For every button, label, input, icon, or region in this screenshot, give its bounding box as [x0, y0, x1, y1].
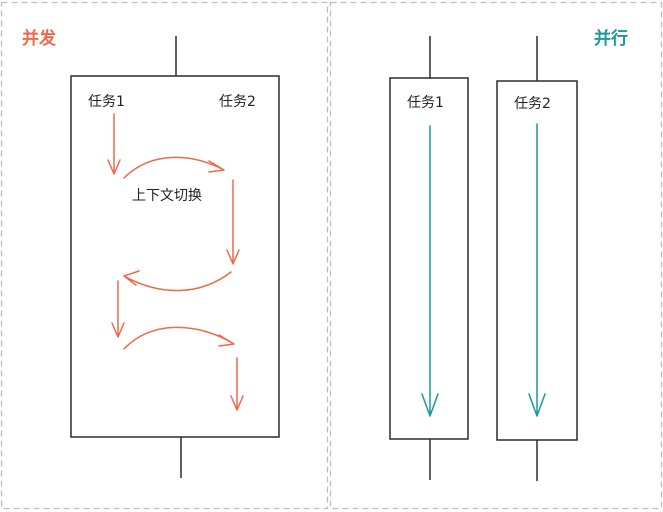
concurrent-task1-label: 任务1	[88, 94, 125, 110]
concurrent-cpu-box	[70, 75, 280, 438]
context-switch-arrow-1	[123, 156, 225, 179]
context-switch-arrow-3	[123, 326, 235, 350]
concurrent-task2-label: 任务2	[219, 94, 256, 110]
parallel-panel-frame	[329, 1, 663, 510]
parallel-task1-label: 任务1	[407, 95, 444, 111]
parallel-task2-label: 任务2	[514, 96, 551, 112]
task1-run-arrow-2	[111, 280, 125, 338]
parallel-core1-box	[389, 77, 469, 440]
concurrent-title: 并发	[22, 28, 57, 49]
context-switch-label: 上下文切换	[132, 187, 202, 204]
concurrent-panel-frame	[0, 1, 329, 510]
context-switch-arrow-2	[123, 270, 232, 292]
parallel-task2-run-arrow	[528, 123, 546, 417]
task1-run-arrow-1	[107, 113, 121, 175]
parallel-task1-run-arrow	[421, 125, 439, 417]
parallel-title: 并行	[594, 28, 628, 49]
task2-run-arrow-1	[226, 179, 240, 265]
task2-run-arrow-2	[230, 357, 244, 411]
